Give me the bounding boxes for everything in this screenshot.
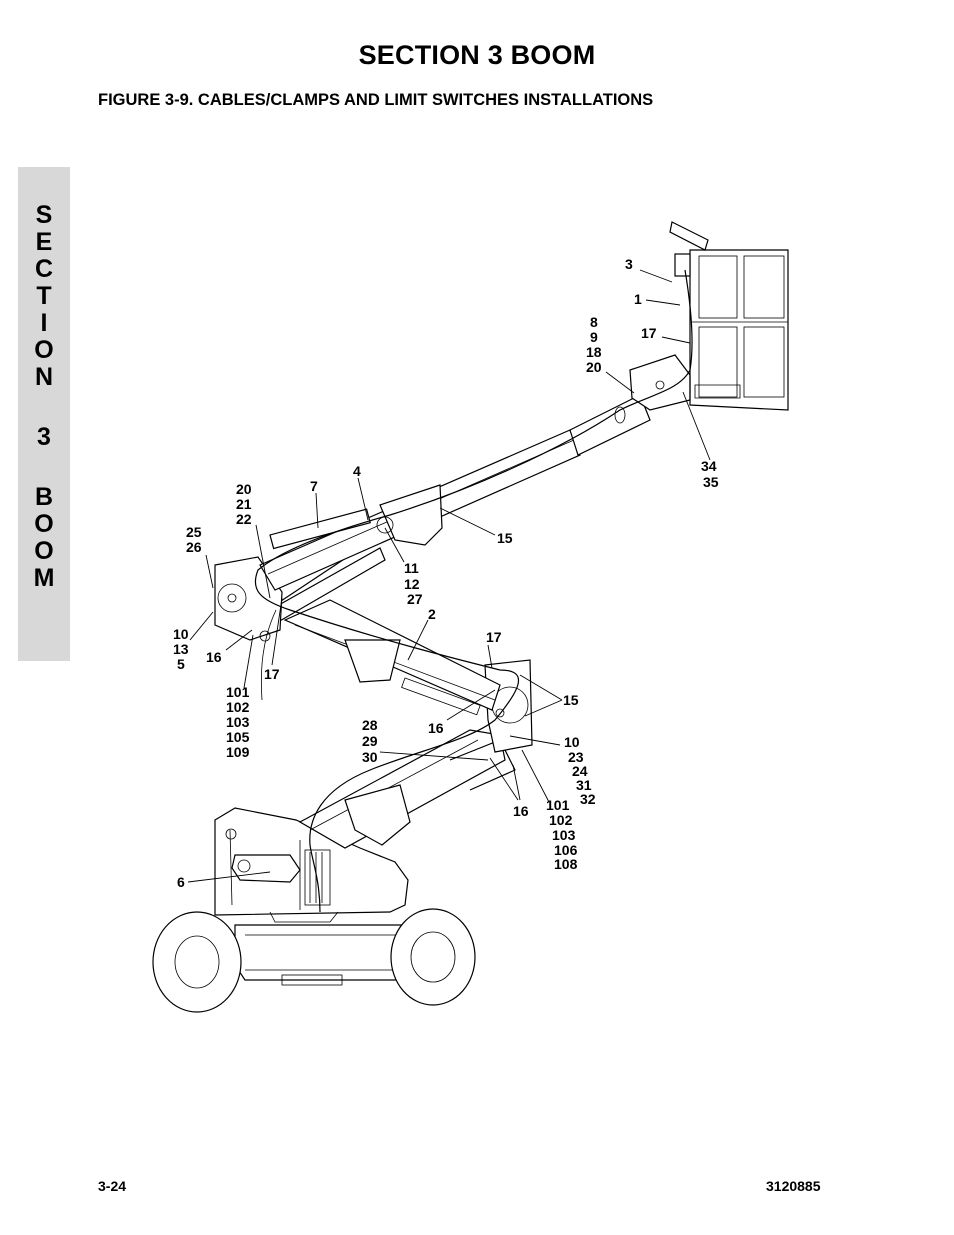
callout-label: 7 — [310, 478, 318, 494]
side-tab-letter: S — [35, 201, 53, 229]
callout-label: 3 — [625, 256, 633, 272]
leader-lines — [187, 269, 711, 883]
callout-label: 27 — [407, 591, 423, 607]
side-tab-letter: O — [34, 336, 54, 364]
page-number: 3-24 — [98, 1178, 127, 1194]
callout-label: 109 — [226, 744, 250, 760]
callout-label: 16 — [513, 803, 529, 819]
callout-label: 15 — [497, 530, 513, 546]
callout-label: 103 — [226, 714, 250, 730]
callout-label: 4 — [353, 463, 361, 479]
side-tab-letter: B — [34, 483, 54, 511]
callout-label: 13 — [173, 641, 189, 657]
callout-label: 9 — [590, 329, 598, 345]
side-tab-letter: O — [34, 510, 54, 538]
callout-label: 106 — [554, 842, 578, 858]
side-tab-letter: O — [34, 537, 54, 565]
callout-label: 21 — [236, 496, 252, 512]
callout-label: 8 — [590, 314, 598, 330]
callout-label: 15 — [563, 692, 579, 708]
callout-label: 32 — [580, 791, 596, 807]
callout-label: 102 — [226, 699, 250, 715]
side-tab-letter: N — [34, 363, 54, 391]
callout-label: 6 — [177, 874, 185, 890]
callout-label: 30 — [362, 749, 378, 765]
callout-label: 34 — [701, 458, 717, 474]
side-tab-letter: E — [35, 228, 53, 256]
platform-illustration — [669, 221, 789, 411]
callout-label: 26 — [186, 539, 202, 555]
callout-label: 1 — [634, 291, 642, 307]
figure-caption: FIGURE 3-9. CABLES/CLAMPS AND LIMIT SWIT… — [98, 91, 654, 109]
callout-label: 35 — [703, 474, 719, 490]
callout-label: 17 — [486, 629, 502, 645]
callout-label: 17 — [264, 666, 280, 682]
callout-label: 105 — [226, 729, 250, 745]
section-side-tab: S E C T I O N 3 B O O M — [18, 167, 70, 661]
callout-label: 20 — [236, 481, 252, 497]
callout-label: 18 — [586, 344, 602, 360]
callout-label: 31 — [576, 777, 592, 793]
callout-label: 25 — [186, 524, 202, 540]
callout-label: 16 — [428, 720, 444, 736]
callout-label: 102 — [549, 812, 573, 828]
callout-label: 29 — [362, 733, 378, 749]
callout-label: 103 — [552, 827, 576, 843]
callout-label: 11 — [404, 560, 419, 576]
side-tab-letter: I — [40, 309, 48, 337]
side-tab-letter: M — [33, 564, 55, 592]
callout-label: 20 — [586, 359, 602, 375]
callout-label: 108 — [554, 856, 578, 872]
callout-labels: 3 1 8 9 18 20 17 34 35 4 7 20 21 22 25 2… — [173, 256, 719, 890]
side-tab-letter: C — [34, 255, 54, 283]
callout-label: 28 — [362, 717, 378, 733]
cable-run — [254, 269, 693, 913]
callout-label: 17 — [641, 325, 657, 341]
section-title: SECTION 3 BOOM — [358, 40, 596, 70]
main-boom-illustration — [214, 354, 691, 642]
callout-label: 12 — [404, 576, 420, 592]
side-tab-letter: 3 — [37, 423, 51, 451]
side-tab-letter: T — [36, 282, 52, 310]
callout-label: 22 — [236, 511, 252, 527]
callout-label: 101 — [226, 684, 250, 700]
callout-label: 10 — [173, 626, 189, 642]
callout-label: 10 — [564, 734, 580, 750]
callout-label: 16 — [206, 649, 222, 665]
callout-label: 5 — [177, 656, 185, 672]
callout-label: 2 — [428, 606, 436, 622]
callout-label: 23 — [568, 749, 584, 765]
callout-label: 24 — [572, 763, 588, 779]
chassis-illustration — [152, 807, 476, 1013]
callout-label: 101 — [546, 797, 570, 813]
document-number: 3120885 — [766, 1178, 821, 1194]
